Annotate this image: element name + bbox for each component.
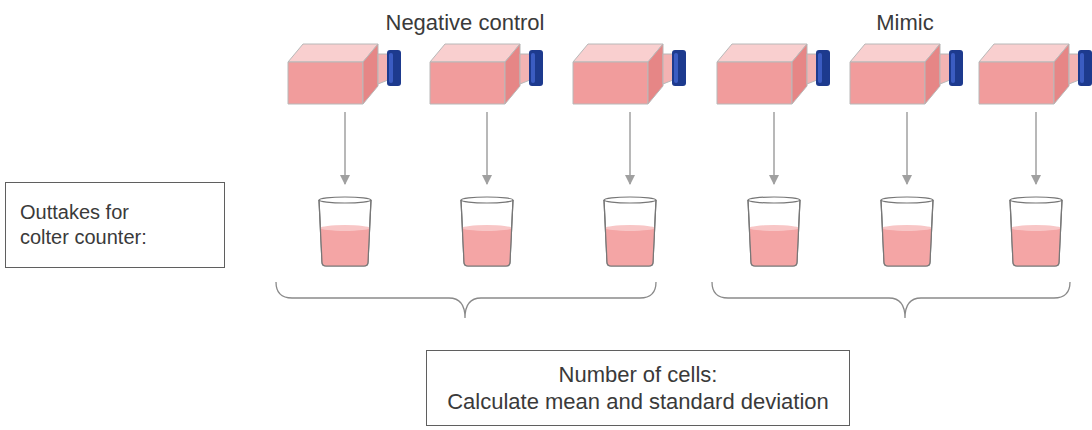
box-text: Number of cells: — [559, 361, 718, 389]
culture-flask — [573, 44, 686, 104]
culture-flask — [850, 44, 963, 104]
group-brace — [276, 282, 656, 318]
sample-beaker — [1010, 197, 1062, 266]
sample-arrow — [629, 112, 631, 184]
sample-arrow — [773, 112, 775, 184]
box-text: Calculate mean and standard deviation — [447, 388, 829, 416]
process-box: Number of cells:Calculate mean and stand… — [426, 350, 850, 426]
group-label: Mimic — [876, 10, 933, 36]
culture-flask — [430, 44, 543, 104]
box-text: Outtakes for colter counter: — [20, 200, 170, 250]
culture-flask — [717, 44, 830, 104]
group-label: Negative control — [386, 10, 545, 36]
sample-arrows — [345, 112, 1036, 184]
culture-flask — [288, 44, 401, 104]
sample-beaker — [319, 197, 371, 266]
sample-arrow — [486, 112, 488, 184]
sample-arrow — [1035, 112, 1037, 184]
culture-flask — [979, 44, 1092, 104]
sample-beaker — [604, 197, 656, 266]
sample-beaker — [881, 197, 933, 266]
sample-arrow — [344, 112, 346, 184]
process-box: Outtakes for colter counter: — [5, 182, 225, 268]
group-brace — [712, 282, 1070, 318]
sample-beaker — [461, 197, 513, 266]
sample-arrow — [906, 112, 908, 184]
sample-beaker — [748, 197, 800, 266]
